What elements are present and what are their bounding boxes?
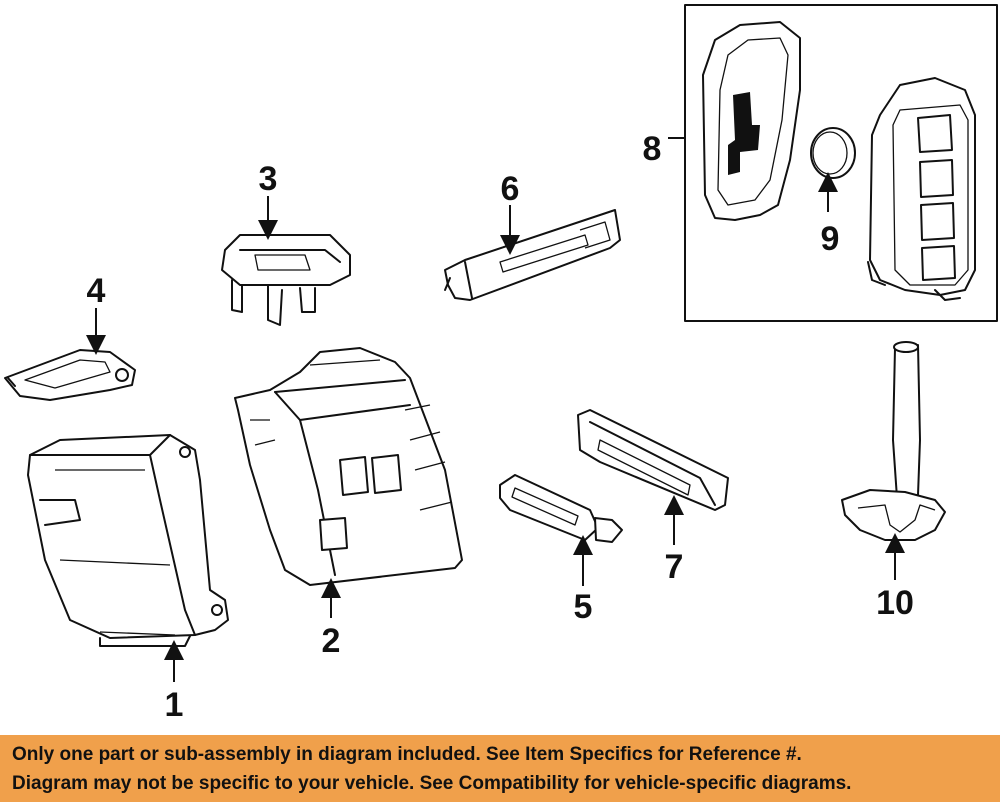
part-10-key-blade [841,341,946,541]
callout-10: 10 [876,584,914,622]
part-5-sensor-connector [499,474,623,543]
callout-1: 1 [165,686,184,724]
disclaimer-banner: Only one part or sub-assembly in diagram… [0,735,1000,802]
disclaimer-line-1: Only one part or sub-assembly in diagram… [12,744,802,765]
part-6-antenna-module [444,209,621,301]
parts-diagram: 1 2 3 4 5 6 7 8 9 10 [4,4,998,724]
callout-6: 6 [501,170,520,208]
callout-4: 4 [87,272,106,310]
part-2-body-control-module [234,347,463,586]
part-9-coin-battery [810,127,856,179]
part-8-key-fob [702,21,976,301]
callout-5: 5 [574,588,593,626]
part-8-key-fob-frame [684,4,998,322]
callout-3: 3 [259,160,278,198]
part-1-control-module [27,434,229,647]
part-4-flat-bracket [4,349,136,401]
callout-7: 7 [665,548,684,586]
callout-9: 9 [821,220,840,258]
disclaimer-line-2: Diagram may not be specific to your vehi… [12,773,852,794]
part-3-bracket-module [221,234,351,326]
leader-arrows [86,137,905,682]
callout-8: 8 [643,130,662,168]
callout-2: 2 [322,622,341,660]
part-7-tray [577,409,729,511]
